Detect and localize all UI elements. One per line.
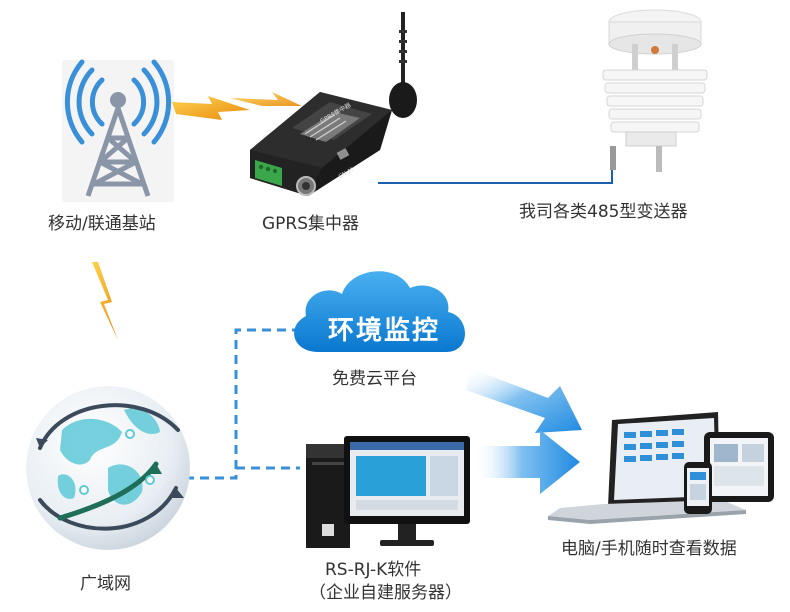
server-computer (306, 436, 470, 548)
rs485-cable (378, 150, 613, 184)
lightning-bolt-icon (92, 262, 118, 340)
transmitter-label: 我司各类485型变送器 (519, 202, 688, 222)
cloud-label: 免费云平台 (332, 369, 417, 389)
cloud-title: 环境监控 (328, 316, 441, 346)
cell-tower-icon (62, 59, 174, 202)
devices-label: 电脑/手机随时查看数据 (561, 539, 737, 559)
gprs-concentrator-device (250, 12, 417, 196)
globe-icon (26, 386, 190, 550)
software-label: RS-RJ-K软件 (325, 560, 422, 580)
laptop-tablet-phone (548, 412, 774, 524)
tower-label: 移动/联通基站 (48, 214, 156, 234)
dashed-network-line (185, 328, 300, 480)
cloud-icon (294, 271, 465, 352)
arrow-software-to-devices (474, 430, 580, 494)
arrow-cloud-to-devices (466, 368, 582, 433)
internet-label: 广域网 (80, 574, 131, 594)
485-transmitter-device (602, 9, 708, 172)
gprs-label: GPRS集中器 (262, 214, 360, 234)
lightning-bolt-icon (172, 92, 302, 120)
software-sublabel: （企业自建服务器） (309, 583, 462, 603)
